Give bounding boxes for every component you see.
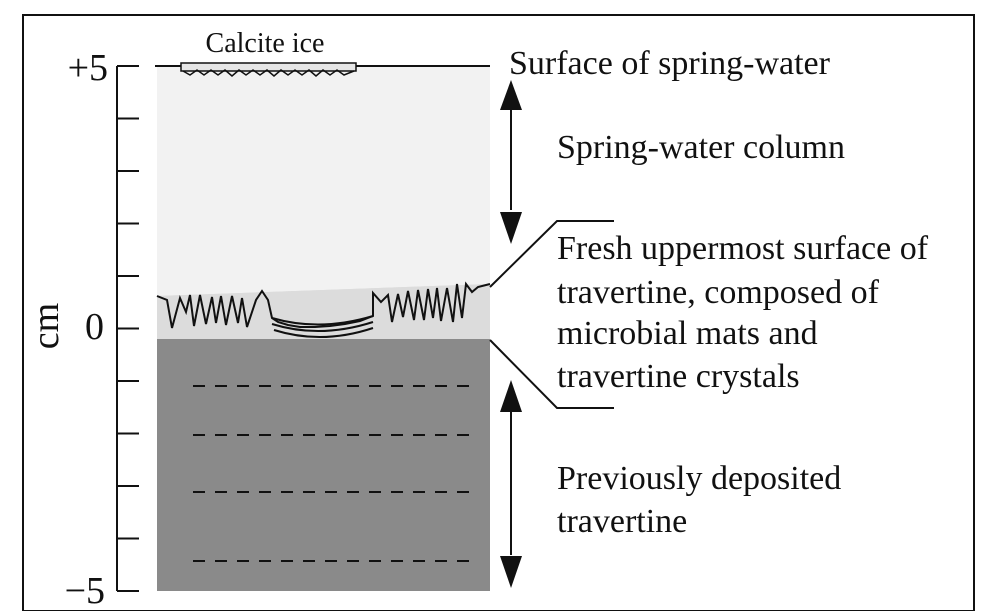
lamina-line xyxy=(271,315,374,326)
column-label: Spring-water column xyxy=(557,129,845,166)
fresh-label-line-3: microbial mats and xyxy=(557,315,818,352)
lamina-line xyxy=(271,321,374,333)
column-arrow-down xyxy=(500,212,522,244)
spring-water-column xyxy=(157,66,490,302)
previous-arrow-down xyxy=(500,556,522,588)
previous-arrow-up xyxy=(500,380,522,412)
fresh-bracket-bottom xyxy=(489,339,614,409)
scale-ticks xyxy=(117,65,139,592)
fresh-bracket-top xyxy=(489,220,614,288)
calcite-ice-label: Calcite ice xyxy=(206,28,325,59)
axis-unit-label: cm xyxy=(25,303,67,349)
calcite-ice-strip xyxy=(180,62,357,72)
lamina-line xyxy=(273,327,374,339)
column-arrow-up xyxy=(500,80,522,110)
calcite-ice-crystals xyxy=(182,69,355,77)
fresh-label-line-2: travertine, composed of xyxy=(557,274,880,311)
tick-label-zero: 0 xyxy=(85,306,104,348)
previously-deposited-travertine xyxy=(157,339,490,591)
fresh-label-line-4: travertine crystals xyxy=(557,358,800,395)
tick-label-top: +5 xyxy=(68,47,108,89)
tick-label-bottom: −5 xyxy=(65,570,105,611)
fresh-label-line-1: Fresh uppermost surface of xyxy=(557,230,929,267)
surface-label: Surface of spring-water xyxy=(509,45,831,82)
microbial-mat-surface xyxy=(156,281,491,329)
previous-label-line-2: travertine xyxy=(557,503,687,540)
previous-label-line-1: Previously deposited xyxy=(557,460,841,497)
